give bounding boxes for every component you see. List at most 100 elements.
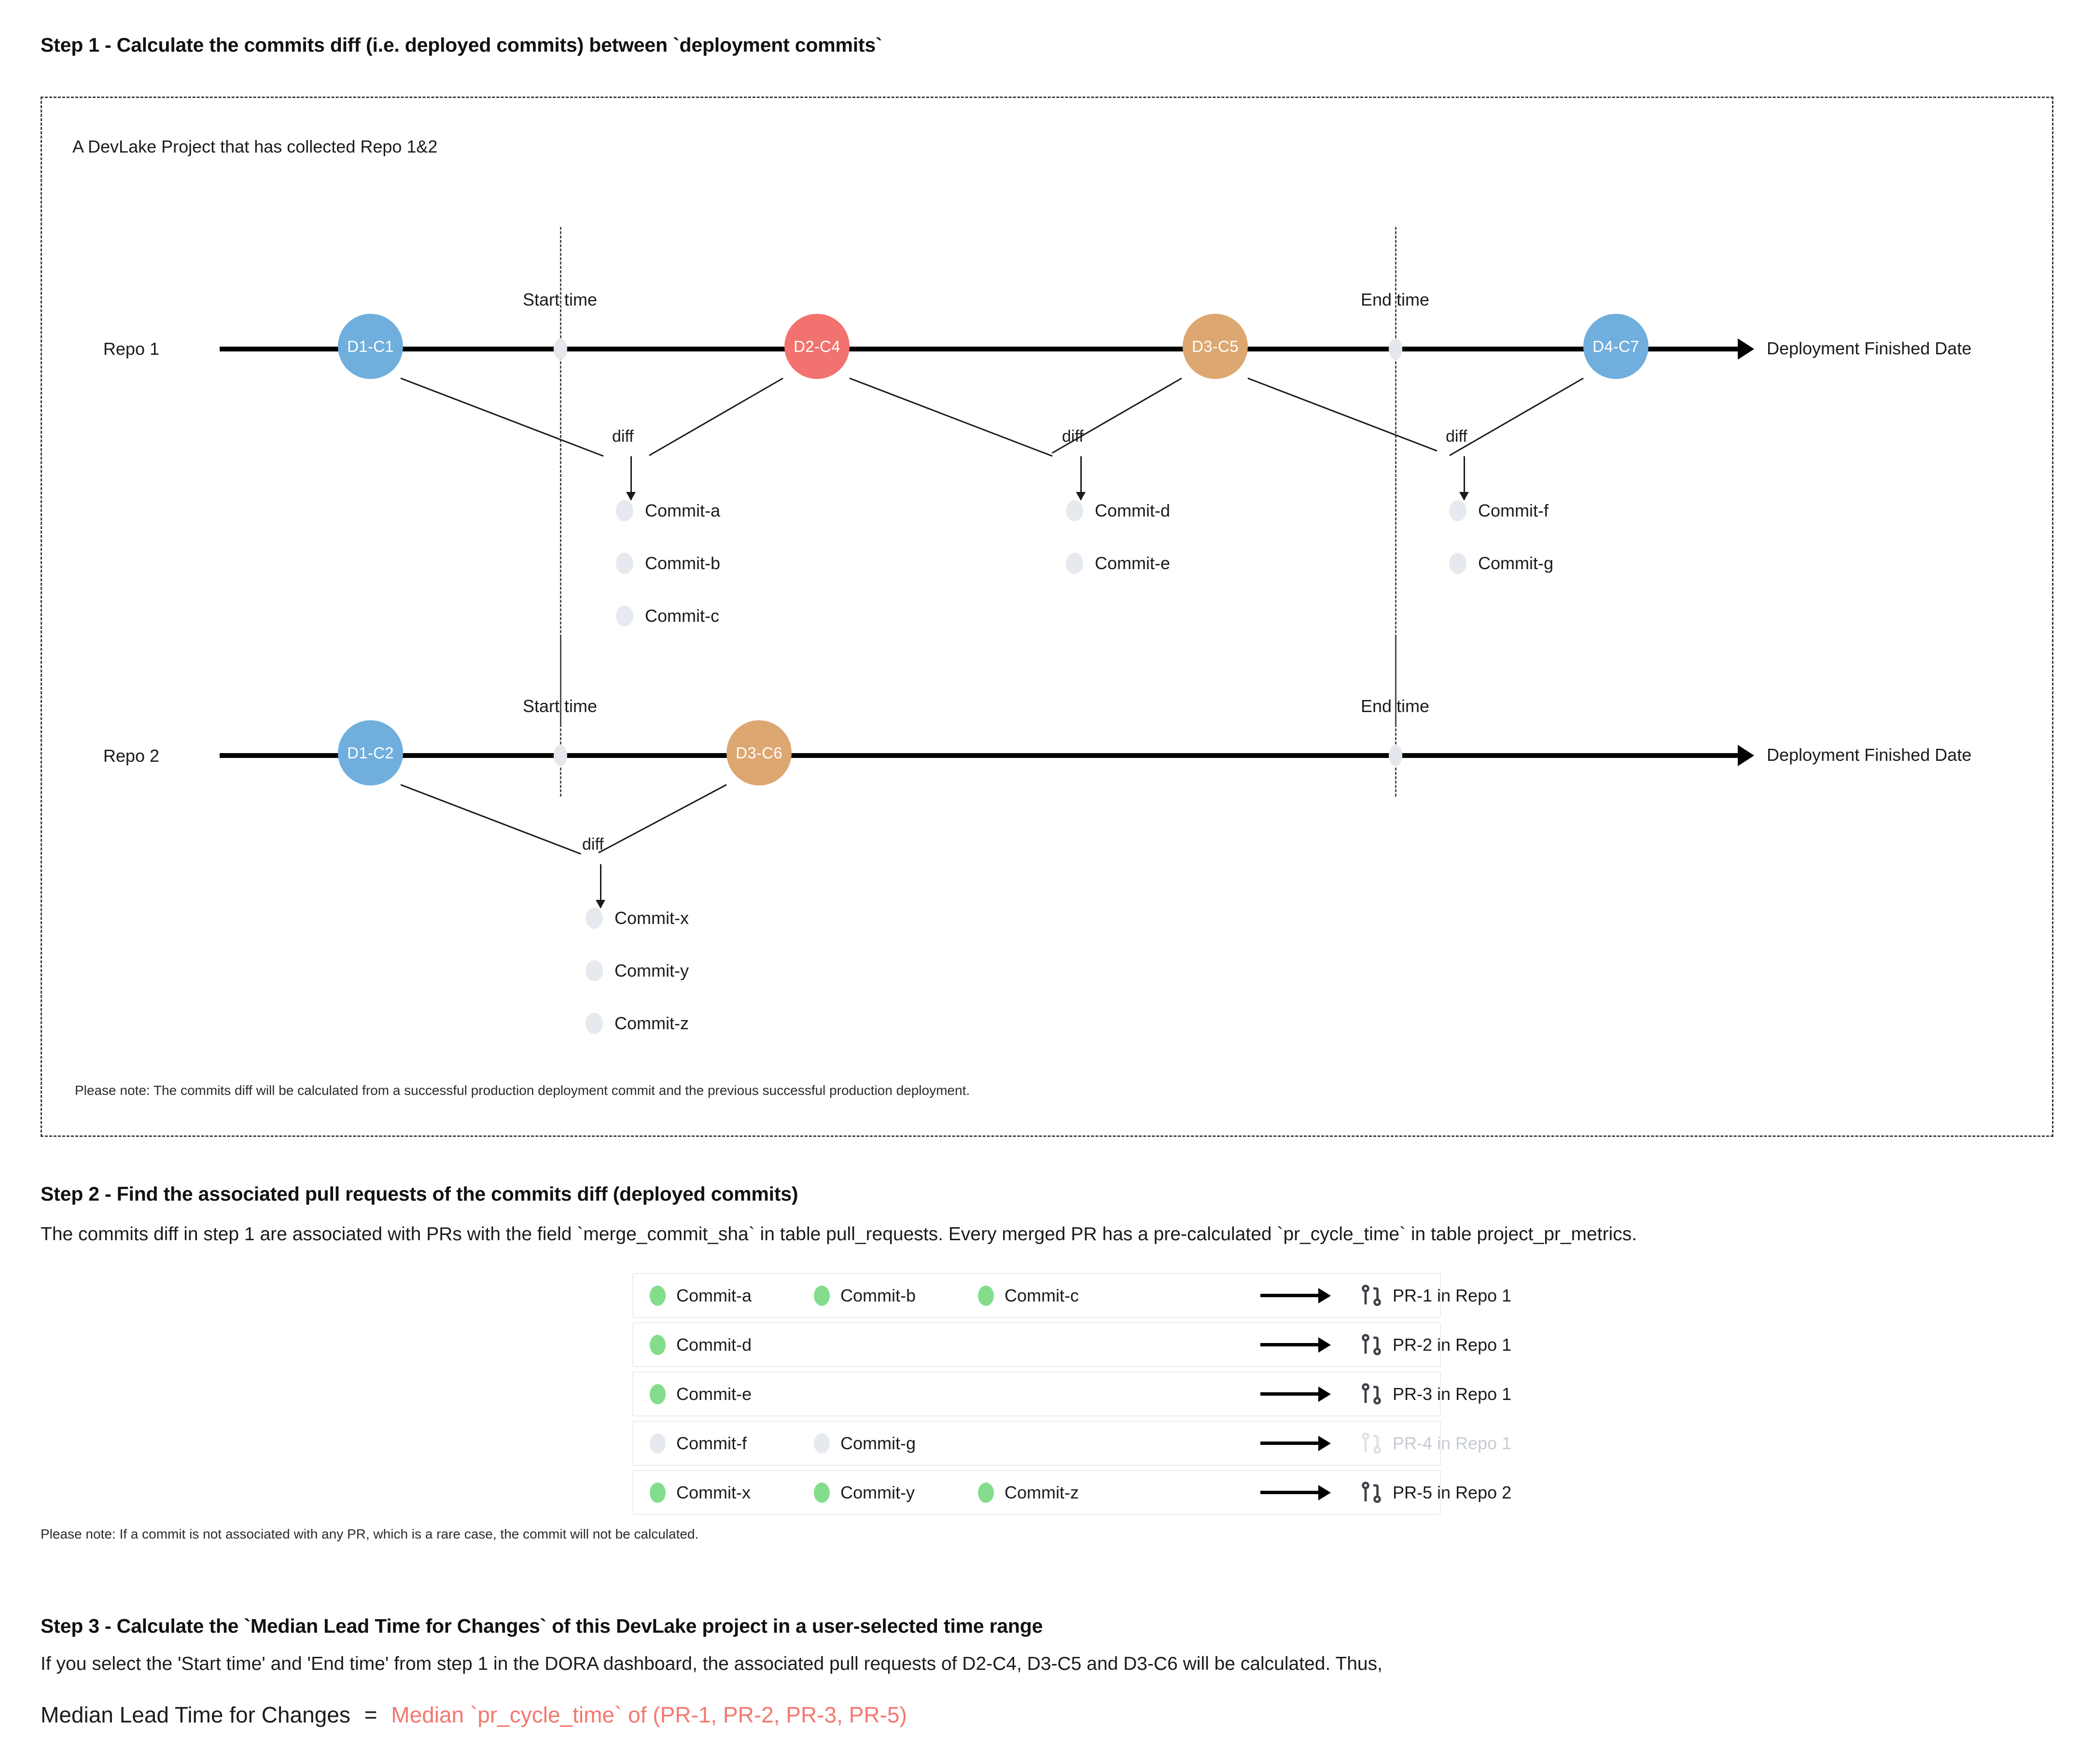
table-row[interactable]: Commit-a Commit-b Commit-c	[632, 1273, 1511, 1318]
commit-chip: Commit-y	[814, 1482, 978, 1503]
commit-item: Commit-z	[586, 1013, 689, 1034]
step2-title: Step 2 - Find the associated pull reques…	[41, 1183, 798, 1205]
commit-item: Commit-f	[1449, 500, 1549, 521]
commit-chip: Commit-c	[978, 1285, 1142, 1306]
repo1-node-d4c7[interactable]: D4-C7	[1583, 314, 1648, 379]
commit-dot-icon	[1449, 553, 1466, 574]
commit-label: Commit-c	[645, 606, 719, 626]
pr-target[interactable]: PR-3 in Repo 1	[1360, 1381, 1511, 1407]
row-commits: Commit-d	[650, 1334, 1260, 1355]
pr-label: PR-3 in Repo 1	[1393, 1384, 1512, 1404]
repo1-node-d3c5[interactable]: D3-C5	[1183, 314, 1248, 379]
maps-to-arrow-icon	[1260, 1435, 1338, 1451]
table-row[interactable]: Commit-f Commit-g PR-4 in Repo 1	[632, 1421, 1511, 1466]
commit-dot-icon	[1066, 553, 1083, 574]
repo1-end-time-marker	[1389, 338, 1402, 360]
commit-label: Commit-c	[1005, 1285, 1079, 1305]
formula-equals: =	[364, 1702, 377, 1727]
commit-dot-icon	[814, 1433, 830, 1454]
repo1-start-time-marker	[554, 338, 567, 360]
commit-item: Commit-e	[1066, 553, 1170, 574]
commit-label: Commit-x	[676, 1482, 751, 1502]
formula-line: Median Lead Time for Changes = Median `p…	[41, 1702, 907, 1728]
commit-dot-icon	[586, 908, 603, 929]
repo1-label: Repo 1	[103, 339, 159, 359]
repo1-diff-arrow-1	[626, 456, 636, 501]
repo2-diff-arrow-1	[596, 864, 605, 909]
commit-label: Commit-a	[676, 1285, 752, 1305]
commit-item: Commit-b	[616, 553, 720, 574]
pull-request-icon	[1362, 1383, 1381, 1404]
repo2-start-time-label: Start time	[522, 696, 598, 716]
commit-item: Commit-y	[586, 960, 689, 981]
repo1-node-d1c1[interactable]: D1-C1	[338, 314, 403, 379]
repo2-end-time-label: End time	[1360, 696, 1430, 716]
commit-label: Commit-b	[645, 553, 721, 573]
commit-dot-icon	[616, 553, 633, 574]
commit-item: Commit-a	[616, 500, 720, 521]
table-row[interactable]: Commit-e PR-3 in Repo 1	[632, 1372, 1511, 1416]
commit-dot-icon	[978, 1482, 994, 1503]
repo1-diff-arrow-2	[1076, 456, 1086, 501]
commit-dot-icon	[650, 1285, 666, 1306]
pr-target[interactable]: PR-5 in Repo 2	[1360, 1480, 1511, 1506]
pr-label: PR-5 in Repo 2	[1393, 1482, 1512, 1502]
repo1-end-time-line	[1395, 227, 1396, 724]
commit-label: Commit-z	[1005, 1482, 1079, 1502]
step3-title: Step 3 - Calculate the `Median Lead Time…	[41, 1615, 1043, 1637]
repo1-diff-arrow-3	[1459, 456, 1469, 501]
pr-label: PR-1 in Repo 1	[1393, 1285, 1512, 1305]
step1-dashed-container	[41, 97, 2053, 1137]
commit-label: Commit-f	[1478, 501, 1549, 520]
commit-dot-icon	[586, 960, 603, 981]
row-commits: Commit-x Commit-y Commit-z	[650, 1482, 1260, 1503]
repo1-end-time-label: End time	[1360, 290, 1430, 309]
pr-target[interactable]: PR-4 in Repo 1	[1360, 1430, 1511, 1456]
pr-target[interactable]: PR-2 in Repo 1	[1360, 1332, 1511, 1358]
repo2-axis-line	[220, 753, 1740, 758]
repo2-node-d3c6[interactable]: D3-C6	[726, 720, 792, 785]
repo1-axis-line	[220, 347, 1740, 351]
commit-label: Commit-b	[840, 1285, 916, 1305]
commit-label: Commit-z	[614, 1013, 689, 1033]
repo2-axis-end-label: Deployment Finished Date	[1767, 745, 1972, 765]
step1-box-caption: A DevLake Project that has collected Rep…	[72, 137, 438, 156]
repo2-axis-arrowhead	[1738, 745, 1754, 766]
commit-dot-icon	[650, 1334, 666, 1355]
step2-description: The commits diff in step 1 are associate…	[41, 1224, 1637, 1245]
pull-request-icon	[1362, 1284, 1381, 1306]
pull-request-icon	[1362, 1333, 1381, 1355]
commit-label: Commit-y	[840, 1482, 915, 1502]
repo1-node-d2c4[interactable]: D2-C4	[784, 314, 850, 379]
maps-to-arrow-icon	[1260, 1386, 1338, 1402]
row-commits: Commit-e	[650, 1384, 1260, 1404]
repo1-diff-label-1: diff	[612, 427, 634, 446]
commit-dot-icon	[650, 1482, 666, 1503]
commit-dot-icon	[1449, 500, 1466, 521]
repo1-start-time-label: Start time	[522, 290, 598, 309]
pr-label: PR-4 in Repo 1	[1393, 1433, 1512, 1453]
commit-dot-icon	[814, 1285, 830, 1306]
step2-note: Please note: If a commit is not associat…	[41, 1526, 699, 1541]
pr-target[interactable]: PR-1 in Repo 1	[1360, 1283, 1511, 1309]
repo2-label: Repo 2	[103, 746, 159, 766]
commit-label: Commit-d	[676, 1334, 752, 1355]
table-row[interactable]: Commit-d PR-2 in Repo 1	[632, 1322, 1511, 1367]
commit-dot-icon	[586, 1013, 603, 1034]
step3-description: If you select the 'Start time' and 'End …	[41, 1653, 1382, 1674]
table-row[interactable]: Commit-x Commit-y Commit-z	[632, 1470, 1511, 1515]
commit-dot-icon	[978, 1285, 994, 1306]
repo2-node-d1c2[interactable]: D1-C2	[338, 720, 403, 785]
repo1-diff-label-2: diff	[1062, 427, 1084, 446]
maps-to-arrow-icon	[1260, 1484, 1338, 1500]
formula-left: Median Lead Time for Changes	[41, 1702, 350, 1727]
commit-label: Commit-a	[645, 501, 721, 520]
commit-dot-icon	[616, 605, 633, 627]
commit-label: Commit-g	[840, 1433, 916, 1453]
formula-right: Median `pr_cycle_time` of (PR-1, PR-2, P…	[391, 1702, 907, 1727]
commit-label: Commit-x	[614, 908, 689, 928]
commit-item: Commit-c	[616, 605, 719, 627]
commit-chip: Commit-f	[650, 1433, 814, 1454]
repo1-diff-label-3: diff	[1446, 427, 1467, 446]
